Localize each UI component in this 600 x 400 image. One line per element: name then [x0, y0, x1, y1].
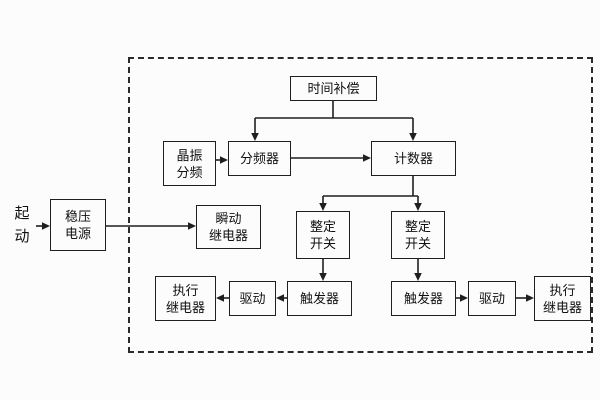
node-drive-left: 驱动: [229, 281, 276, 316]
node-frequency-divider: 分频器: [228, 141, 291, 176]
node-time-compensation: 时间补偿: [290, 76, 377, 101]
arrow-setting-right-to-trigger-right: [414, 259, 422, 281]
arrow-setting-left-to-trigger-left: [319, 259, 327, 281]
node-crystal-divider: 晶振 分频: [163, 141, 216, 186]
node-trigger-right: 触发器: [391, 281, 456, 316]
node-counter: 计数器: [371, 141, 456, 176]
node-setting-switch-left: 整定 开关: [296, 211, 350, 259]
node-setting-switch-right: 整定 开关: [391, 211, 445, 259]
arrow-crystal-to-divider: [216, 156, 228, 164]
arrow-divider-to-counter: [291, 154, 371, 162]
dashed-boundary: [128, 57, 593, 353]
start-label: 起 动: [14, 205, 30, 245]
arrow-trigger-left-to-drive-left: [276, 294, 287, 302]
arrow-start-to-power: [36, 222, 50, 230]
node-drive-right: 驱动: [468, 281, 516, 316]
arrow-drive-right-to-exec-right: [516, 294, 534, 302]
arrow-trigger-right-to-drive-right: [456, 294, 468, 302]
arrow-power-to-instant-relay: [106, 222, 196, 230]
arrow-drive-left-to-exec-left: [216, 294, 229, 302]
arrow-timecomp-to-divider-and-counter: [251, 101, 417, 141]
node-exec-relay-right: 执行 继电器: [534, 276, 591, 321]
node-exec-relay-left: 执行 继电器: [155, 276, 216, 321]
node-trigger-left: 触发器: [287, 281, 352, 316]
arrow-counter-to-setting-switches: [319, 176, 422, 211]
node-power-supply: 稳压 电源: [50, 199, 106, 251]
node-instant-relay: 瞬动 继电器: [196, 205, 261, 249]
